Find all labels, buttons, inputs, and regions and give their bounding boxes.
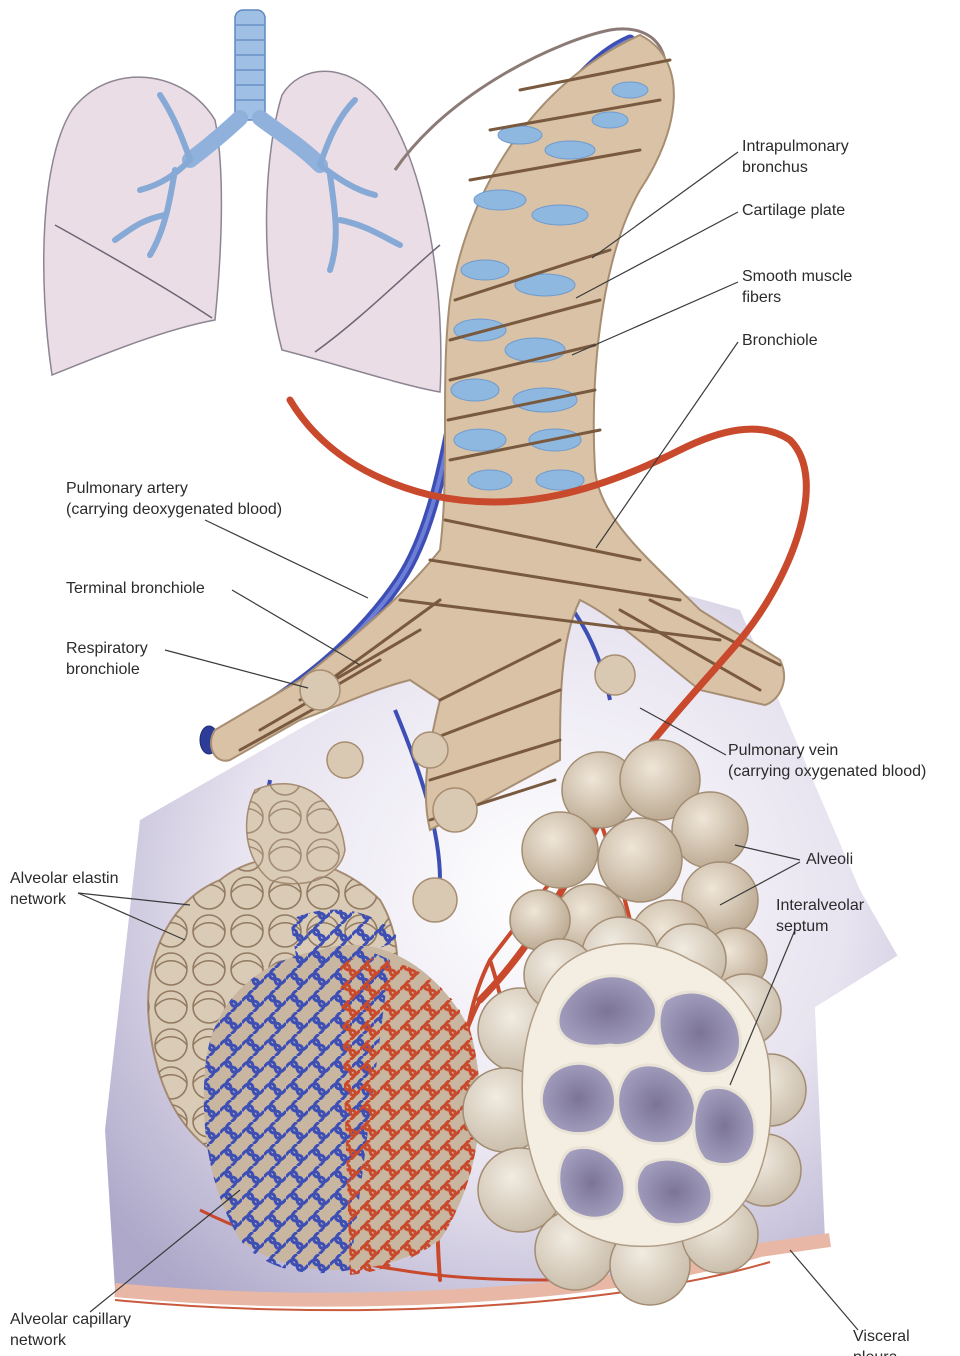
lungs-inset [43,9,442,393]
label-pulmonary-vein: Pulmonary vein (carrying oxygenated bloo… [728,742,927,780]
label-respiratory-bronchiole: Respiratory bronchiole [66,640,148,678]
label-visceral-pleura: Visceral pleura [853,1328,910,1356]
leader-lines [77,151,859,1331]
label-interalveolar-septum: Interalveolar septum [776,897,865,935]
label-pulmonary-artery: Pulmonary artery (carrying deoxygenated … [66,480,283,518]
label-alveolar-elastin-network: Alveolar elastin network [10,870,119,908]
alveolar-sac-section [462,916,807,1306]
label-alveolar-capillary-network: Alveolar capillary network [10,1311,131,1349]
alveolar-capillary-network [203,909,481,1275]
label-intrapulmonary-bronchus: Intrapulmonary bronchus [742,138,849,176]
label-bronchiole: Bronchiole [742,332,818,349]
label-terminal-bronchiole: Terminal bronchiole [66,580,205,597]
label-cartilage-plate: Cartilage plate [742,202,846,219]
alveoli-cluster [509,739,768,993]
label-smooth-muscle-fibers: Smooth muscle fibers [742,268,853,306]
label-alveoli: Alveoli [806,851,854,868]
airway-tree [210,33,785,923]
